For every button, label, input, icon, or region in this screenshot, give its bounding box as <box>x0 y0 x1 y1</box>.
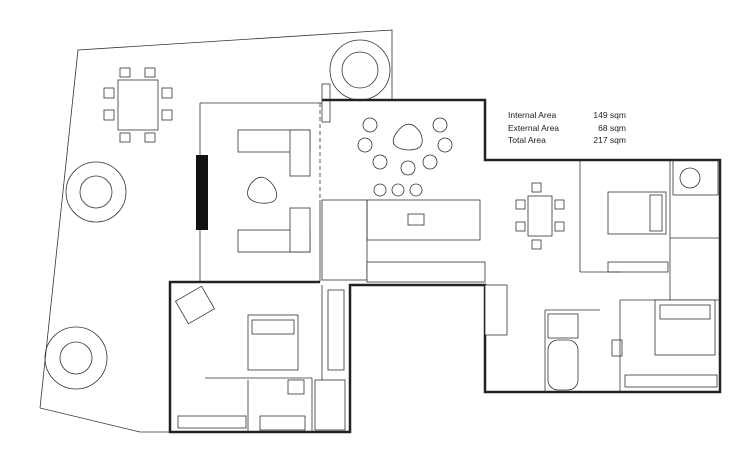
tree-icon <box>329 39 391 101</box>
bathroom-fixtures <box>259 313 623 431</box>
tree-icon <box>65 161 127 223</box>
area-summary: Internal Area 149 sqm External Area 68 sqm… <box>508 109 626 147</box>
area-value: 217 sqm <box>593 135 626 145</box>
dining-table <box>357 117 453 176</box>
area-label: External Area <box>508 122 560 133</box>
yard-boundary <box>39 29 393 433</box>
wardrobes <box>177 261 718 429</box>
area-row-total: Total Area 217 sqm <box>508 134 626 147</box>
plant-icon <box>672 159 719 196</box>
outdoor-dining-table <box>103 67 173 143</box>
tree-icon <box>44 326 108 390</box>
bed <box>247 314 299 371</box>
kitchen-island <box>321 183 508 336</box>
area-value: 68 sqm <box>598 122 626 133</box>
area-label: Total Area <box>508 135 546 145</box>
balcony-screen <box>321 83 331 123</box>
sofa <box>237 129 311 177</box>
area-row-external: External Area 68 sqm <box>508 122 626 135</box>
walls <box>168 98 722 434</box>
bed <box>607 191 667 235</box>
area-row-internal: Internal Area 149 sqm <box>508 109 626 122</box>
dining-table-2 <box>515 182 565 250</box>
coffee-table <box>247 176 278 204</box>
area-label: Internal Area <box>508 110 557 120</box>
bed <box>654 299 716 356</box>
sofa <box>237 207 311 253</box>
area-value: 149 sqm <box>593 110 626 120</box>
armchair <box>174 285 216 325</box>
